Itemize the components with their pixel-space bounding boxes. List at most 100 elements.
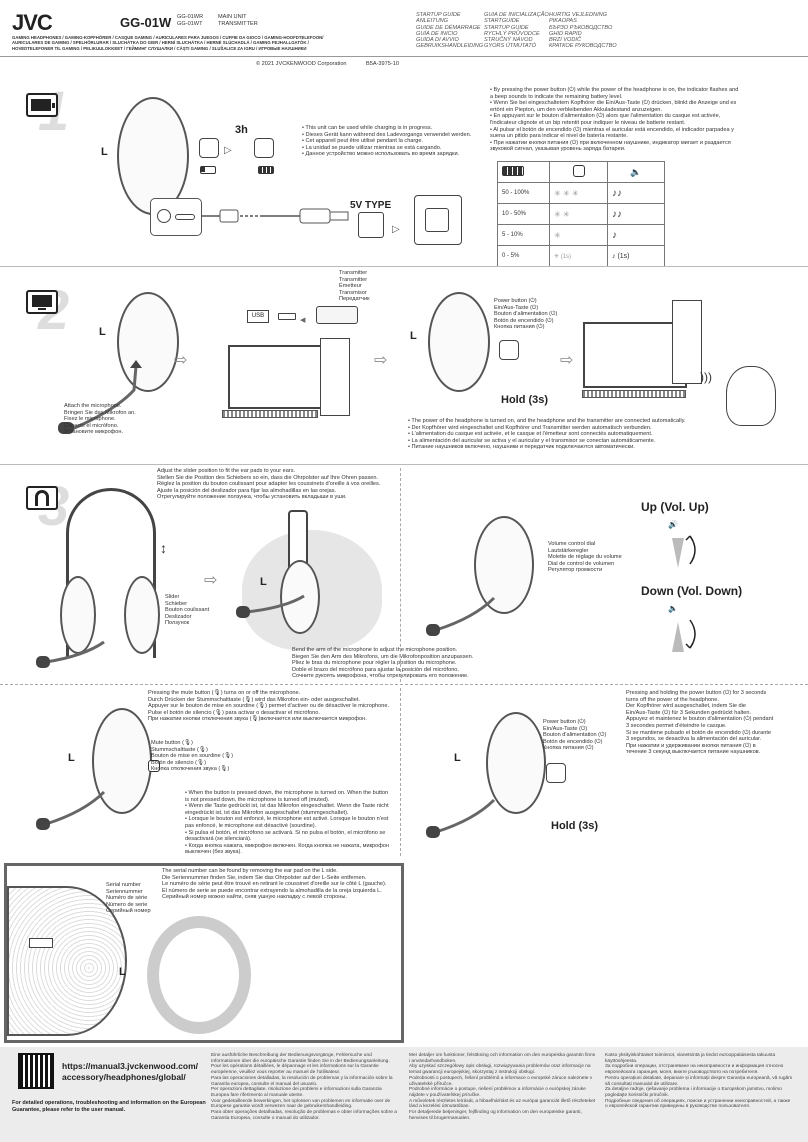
text-line: Ein/Aus-Taste (⏻) <box>494 304 539 311</box>
text-line: Attach the microphone. <box>64 403 122 409</box>
beep-cell: ♪ <box>607 224 665 246</box>
guide-titles-col3: HURTIG VEJLEDNING PIKAOPAS БЪРЗО РЪКОВОД… <box>549 12 617 50</box>
text-line: Appuyer sur le bouton de mise en sourdin… <box>148 703 390 710</box>
text-line: El número de serie se puede encontrar ex… <box>162 887 382 894</box>
pc-icon <box>26 290 58 314</box>
hold-duration: Hold (3s) <box>501 394 549 406</box>
text-line: • Si pulsa el botón, el micrófono se act… <box>185 829 386 836</box>
led-duration: (1s) <box>560 253 572 260</box>
arrow-right-icon: ⇨ <box>560 352 574 369</box>
guide-title: GUIDA DI AVVIO <box>416 37 459 44</box>
text-line: Schieber <box>165 600 188 607</box>
battery-charge-icon <box>26 93 58 117</box>
text-line: Серийный номер <box>106 908 151 915</box>
text-line: Pour les opérations détaillées, le dépan… <box>211 1064 379 1070</box>
side-label: L <box>68 752 75 764</box>
text-line: Émetteur <box>339 283 362 290</box>
text-line: Mute button (🎙) <box>151 740 193 746</box>
guide-titles-col2: GUIA DE INICIALIZAÇÃO STARTGUIDE STARTUP… <box>484 12 549 50</box>
subtitle-line: AURICULARES DE GAMING / SPELHÖRLURAR / S… <box>12 40 309 46</box>
url-line[interactable]: https://manual3.jvckenwood.com/ <box>62 1061 199 1071</box>
power-button-icon <box>546 763 566 783</box>
guide-title: RYCHLÝ PRŮVODCE <box>484 30 540 37</box>
battery-icon <box>502 166 524 176</box>
text-line: Подробные сведения об операциях, поиске … <box>605 1098 791 1104</box>
text-line: Stellen Sie die Position des Schiebers s… <box>157 474 379 481</box>
text-line: Para las operaciones detalladas, la reso… <box>211 1075 393 1081</box>
text-line: При нажатии кнопки отключения звука (🎙)в… <box>148 716 367 723</box>
note-line: • Dieses Gerät kann während des Ladevorg… <box>302 131 472 138</box>
note-line: • La unidad se puede utilizar mientras s… <box>302 144 442 151</box>
adapter-type-label: 5V TYPE <box>350 200 392 211</box>
text-line: Dial de control de volumen <box>548 560 615 567</box>
attach-mic-text: Attach the microphone. Bringen Sie das M… <box>64 403 136 436</box>
footer-col3: Katso yksityiskohtaiset toiminnot, viane… <box>605 1053 792 1110</box>
text-line: • L'alimentation du casque est activée, … <box>408 431 653 438</box>
text-line: Durch Drücken der Stummschalttaste (🎙) w… <box>148 696 360 703</box>
text-line: a beep sounds to indicate the remaining … <box>490 93 623 100</box>
text-line: Número de serie <box>106 901 148 908</box>
text-line: Deslizador <box>165 613 192 620</box>
text-line: Bouton d'alimentation (⏻) <box>543 732 607 739</box>
text-line: desactivará (se silenciará). <box>185 836 252 843</box>
side-label: L <box>410 330 417 342</box>
text-line: Per operazioni dettagliate, risoluzione … <box>211 1087 382 1093</box>
text-line: Guarantee, please refer to the user manu… <box>12 1107 126 1113</box>
text-line: • Wenn Sie bei eingeschaltetem Kopfhörer… <box>490 100 737 107</box>
led-blink-cell: ✳ ✳ <box>549 203 608 225</box>
text-line: Die Seriennummer finden Sie, indem Sie d… <box>162 874 367 881</box>
slider-adjust-arrow-icon: ↕ <box>160 540 167 556</box>
ear-cup-without-pad-illustration <box>7 886 127 1036</box>
text-line: Power button (⏻) <box>543 719 586 725</box>
text-line: Doble el brazo del micrófono para ajusta… <box>292 666 459 673</box>
text-line: Pulse el botón de silencio (🎙) para acti… <box>148 709 320 716</box>
slider-labels: Slider Schieber Bouton coulissant Desliz… <box>165 594 209 627</box>
text-line: Serial number <box>106 882 141 888</box>
text-line: • Al pulsar el botón de encendido (⏻) mi… <box>490 126 734 133</box>
microphone-illustration <box>36 790 106 830</box>
side-label: L <box>99 326 106 338</box>
headband-illustration <box>66 488 156 658</box>
text-line: Le numéro de série peut être trouvé en r… <box>162 881 387 888</box>
text-line: Slider <box>165 594 180 600</box>
guide-titles-col1: STARTUP GUIDE ANLEITUNG GUIDE DE DÉMARRA… <box>416 12 483 50</box>
guide-title: КРАТКОЕ РУКОВОДСТВО <box>549 43 617 50</box>
ear-cup-right-illustration <box>124 576 160 654</box>
text-line: Ползунок <box>165 620 190 627</box>
connected-text: • The power of the headphone is turned o… <box>408 418 686 451</box>
led-blink-cell: ✳ ✳ ✳ <box>549 182 608 204</box>
text-line: • Питание наушников включено, наушники и… <box>408 444 635 451</box>
text-line: Conecte el micrófono. <box>64 422 119 429</box>
url-line[interactable]: accessory/headphones/global/ <box>62 1072 186 1082</box>
text-line: uživatelské příručce. <box>409 1081 453 1087</box>
text-line: Кнопка питания (⏻) <box>543 745 594 752</box>
text-line: l'indicateur clignote et un bip retentit… <box>490 119 686 126</box>
serial-description: The serial number can be found by removi… <box>162 868 386 901</box>
text-line: Za detaljne radnje, rješavanje problema … <box>605 1087 782 1093</box>
text-line: Bouton de mise en sourdine (🎙) <box>151 753 234 760</box>
headphone-cup-illustration <box>117 97 189 215</box>
sound-header: 🔈 <box>607 161 665 183</box>
text-line: lásd a kezelési útmutatóban. <box>409 1104 470 1110</box>
text-line: • By pressing the power button (⏻) while… <box>490 87 739 93</box>
keyboard-illustration <box>582 390 686 398</box>
qr-code-icon[interactable] <box>18 1053 54 1089</box>
text-line: Lautstärkeregler <box>548 547 589 554</box>
transmitter-labels: Transmitter Transmitter Émetteur Transmi… <box>339 270 370 303</box>
text-line: pogledajte korisnički priručnik. <box>605 1092 669 1098</box>
manual-url[interactable]: https://manual3.jvckenwood.com/ accessor… <box>62 1061 198 1083</box>
power-button-icon <box>572 165 585 177</box>
headphone-icon <box>26 486 58 510</box>
text-line: A műveletek részletes leírását, a hibael… <box>409 1098 596 1104</box>
text-line: • При нажатии кнопки питания (⏻) при вкл… <box>490 139 731 146</box>
detail-notice: For detailed operations, troubleshooting… <box>12 1100 206 1114</box>
guide-title: GUIA DE INICIALIZAÇÃO <box>484 12 549 18</box>
headphone-cup-illustration <box>428 292 490 392</box>
guide-title: GUÍA DE INICIO <box>416 30 458 37</box>
text-line: Botón de encendido (⏻) <box>494 317 554 324</box>
text-line: Para obter operações detalhadas, resoluç… <box>211 1110 397 1116</box>
text-line: Transmisor <box>339 289 367 296</box>
speaker-icon: 🔈 <box>630 166 642 177</box>
battery-level-cell: 10 - 50% <box>497 203 550 225</box>
microphone-illustration <box>426 798 496 838</box>
